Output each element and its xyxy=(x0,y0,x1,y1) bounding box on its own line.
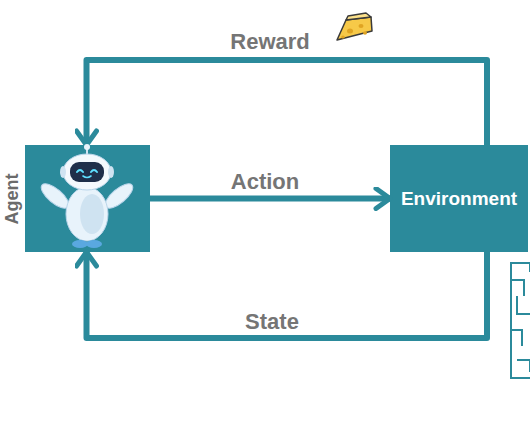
maze-icon xyxy=(511,263,530,378)
flow-arrow xyxy=(87,60,488,145)
arrow-label: Action xyxy=(231,169,299,195)
flow-arrow xyxy=(87,252,488,338)
agent-box: Agent xyxy=(25,145,150,252)
arrow-label: Reward xyxy=(230,29,309,55)
environment-box: Environment xyxy=(390,145,528,252)
arrow-label: State xyxy=(245,309,299,335)
flow-arrow xyxy=(150,196,390,202)
cheese-icon xyxy=(337,13,372,40)
box-heading: Agent xyxy=(2,173,23,224)
box-label: Environment xyxy=(390,145,528,252)
